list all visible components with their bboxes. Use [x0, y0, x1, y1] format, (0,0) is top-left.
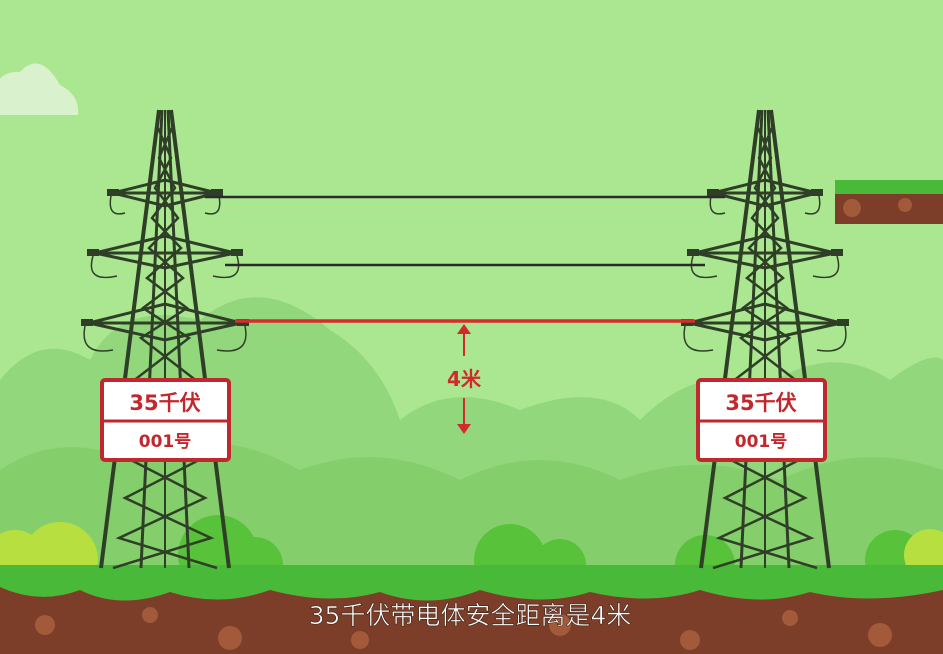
distance-marker: 4米	[447, 324, 482, 434]
floating-platform	[835, 180, 943, 224]
grass	[0, 565, 943, 587]
right-sign-voltage: 35千伏	[725, 391, 796, 415]
left-sign-voltage: 35千伏	[129, 391, 200, 415]
left-tower-sign: 35千伏 001号	[100, 378, 231, 462]
right-sign-number: 001号	[735, 432, 788, 452]
right-tower-sign: 35千伏 001号	[696, 378, 827, 462]
cloud	[0, 63, 79, 115]
subtitle: 35千伏带电体安全距离是4米	[309, 601, 632, 630]
soil-spots	[35, 607, 892, 650]
left-sign-number: 001号	[139, 432, 192, 452]
distance-label: 4米	[447, 367, 482, 391]
